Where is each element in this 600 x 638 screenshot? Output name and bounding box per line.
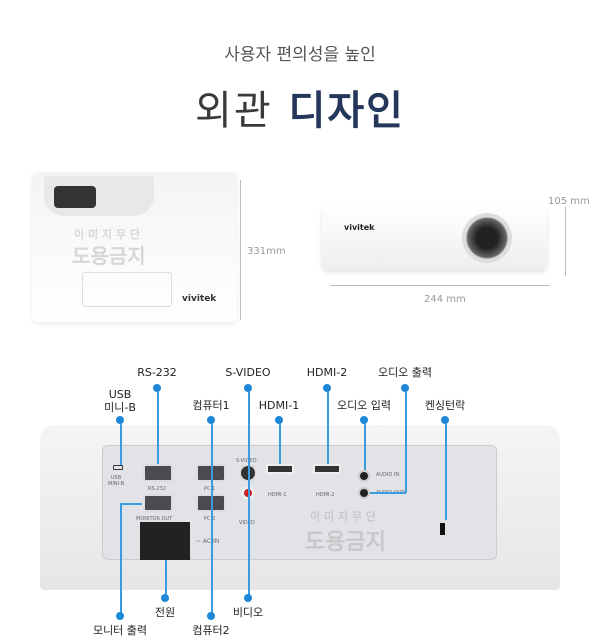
width-dimension-line bbox=[330, 285, 550, 286]
callout-power: 전원 bbox=[154, 606, 176, 619]
callout-usb: USB 미니-B bbox=[104, 388, 136, 414]
brand-logo: vivitek bbox=[182, 294, 217, 304]
watermark-line2: 도용금지 bbox=[72, 244, 146, 268]
callout-monitor-out: 모니터 출력 bbox=[92, 624, 148, 637]
audio-out-port bbox=[358, 487, 370, 499]
page-title: 외관 디자인 bbox=[0, 78, 600, 136]
callout-line bbox=[120, 420, 122, 465]
depth-label: 331mm bbox=[247, 246, 286, 257]
callout-dot bbox=[244, 384, 252, 392]
callout-dot bbox=[207, 416, 215, 424]
subtitle: 사용자 편의성을 높인 bbox=[224, 45, 376, 65]
callout-line bbox=[405, 388, 407, 493]
callout-dot bbox=[244, 594, 252, 602]
rs232-port bbox=[143, 464, 173, 482]
audio-in-panel-label: AUDIO IN bbox=[376, 472, 400, 478]
title-part1: 외관 bbox=[195, 88, 273, 134]
projector-side-view: vivitek bbox=[322, 205, 547, 270]
callout-dot bbox=[401, 384, 409, 392]
callout-dot bbox=[441, 416, 449, 424]
callout-line bbox=[157, 388, 159, 464]
callout-line bbox=[248, 388, 250, 598]
hdmi1-panel-label: HDMI-1 bbox=[268, 492, 287, 498]
watermark-back-line1: 이 미 지 무 단 bbox=[310, 510, 376, 523]
svideo-panel-label: S-VIDEO bbox=[236, 458, 257, 464]
title-part2: 디자인 bbox=[288, 88, 405, 134]
callout-dot bbox=[161, 594, 169, 602]
callout-audio-out: 오디오 출력 bbox=[377, 366, 433, 379]
callout-rs232: RS-232 bbox=[137, 366, 177, 379]
height-dimension-line bbox=[565, 196, 566, 276]
monitor-out-panel-label: MONITOR OUT bbox=[136, 516, 173, 522]
power-socket bbox=[140, 522, 190, 560]
watermark-line1: 이 미 지 무 단 bbox=[74, 228, 140, 241]
height-label: 105 mm bbox=[548, 196, 590, 207]
callout-line bbox=[211, 420, 213, 616]
callout-dot bbox=[116, 612, 124, 620]
usb-port bbox=[113, 465, 123, 470]
callout-dot bbox=[360, 416, 368, 424]
video-panel-label: VIDEO bbox=[239, 520, 255, 526]
callout-hdmi2: HDMI-2 bbox=[306, 366, 348, 379]
callout-dot bbox=[323, 384, 331, 392]
callout-pc2: 컴퓨터2 bbox=[192, 624, 230, 637]
callout-pc1: 컴퓨터1 bbox=[192, 399, 230, 412]
callout-dot bbox=[153, 384, 161, 392]
side-brand-logo: vivitek bbox=[344, 223, 375, 232]
hdmi2-panel-label: HDMI-2 bbox=[316, 492, 335, 498]
callout-audio-in: 오디오 입력 bbox=[336, 399, 392, 412]
kensington-slot bbox=[440, 523, 445, 535]
width-label: 244 mm bbox=[424, 294, 466, 305]
callout-line bbox=[445, 420, 447, 520]
callout-video: 비디오 bbox=[232, 606, 264, 619]
callout-line bbox=[120, 503, 122, 616]
watermark-back-line2: 도용금지 bbox=[305, 530, 386, 555]
callout-dot bbox=[275, 416, 283, 424]
projector-top-view: vivitek 이 미 지 무 단 도용금지 bbox=[32, 172, 237, 322]
callout-line bbox=[370, 492, 406, 494]
callout-svideo: S-VIDEO bbox=[225, 366, 271, 379]
hdmi2-port bbox=[313, 464, 341, 474]
rs232-panel-label: RS-232 bbox=[148, 486, 166, 492]
callout-line bbox=[327, 388, 329, 464]
depth-dimension-line bbox=[240, 180, 241, 320]
callout-hdmi1: HDMI-1 bbox=[258, 399, 300, 412]
hdmi1-port bbox=[266, 464, 294, 474]
monitor-out-port bbox=[143, 494, 173, 512]
pc1-panel-label: PC 1 bbox=[204, 486, 216, 492]
callout-line bbox=[165, 560, 167, 598]
callout-kensington: 켄싱턴락 bbox=[424, 399, 466, 412]
ac-in-panel-label: ~ AC IN bbox=[196, 538, 220, 545]
callout-dot bbox=[207, 612, 215, 620]
audio-in-port bbox=[358, 470, 370, 482]
callout-dot bbox=[116, 416, 124, 424]
callout-line bbox=[120, 503, 142, 505]
usb-panel-label: USB MINI-B bbox=[108, 475, 125, 487]
pc2-panel-label: PC 2 bbox=[204, 516, 216, 522]
callout-line bbox=[364, 420, 366, 470]
callout-line bbox=[279, 420, 281, 464]
